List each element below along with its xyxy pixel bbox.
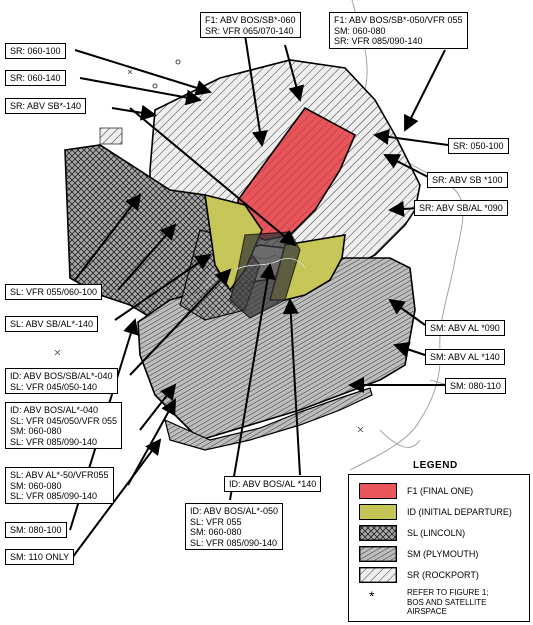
legend-title: LEGEND: [410, 460, 461, 471]
label-f1-abv-bos-sb-050: F1: ABV BOS/SB*-050/VFR 055 SM: 060-080 …: [329, 12, 468, 49]
legend-swatch-f1: [359, 483, 397, 499]
legend-row-sl: SL (LINCOLN): [359, 525, 465, 541]
label-f1-abv-bos-sb-060: F1: ABV BOS/SB*-060 SR: VFR 065/070-140: [200, 12, 301, 38]
label-sr-abv-sb-al-090: SR: ABV SB/AL *090: [414, 200, 508, 216]
label-sr-060-100: SR: 060-100: [5, 43, 66, 59]
label-sr-abv-sb-140: SR: ABV SB*-140: [5, 98, 87, 114]
legend-swatch-id: [359, 504, 397, 520]
label-id-abv-bos-al-040: ID: ABV BOS/AL*-040 SL: VFR 045/050/VFR …: [5, 402, 123, 449]
legend-row-f1: F1 (FINAL ONE): [359, 483, 473, 499]
legend-swatch-sm: [359, 546, 397, 562]
label-sl-vfr-055: SL: VFR 055/060-100: [5, 284, 103, 300]
legend-row-sr: SR (ROCKPORT): [359, 567, 479, 583]
label-id-abv-bos-al-050: ID: ABV BOS/AL*-050 SL: VFR 055 SM: 060-…: [185, 503, 284, 550]
legend: F1 (FINAL ONE) ID (INITIAL DEPARTURE) SL…: [348, 474, 530, 622]
label-sr-060-140: SR: 060-140: [5, 70, 66, 86]
legend-swatch-sl: [359, 525, 397, 541]
label-sr-050-100: SR: 050-100: [448, 138, 509, 154]
label-id-abv-bos-sb-al-040: ID: ABV BOS/SB/AL*-040 SL: VFR 045/050-1…: [5, 368, 118, 394]
legend-swatch-sr: [359, 567, 397, 583]
label-sm-110-only: SM: 110 ONLY: [5, 549, 75, 565]
label-sm-abv-al-140: SM: ABV AL *140: [425, 349, 505, 365]
legend-row-id: ID (INITIAL DEPARTURE): [359, 504, 512, 520]
legend-label-id: ID (INITIAL DEPARTURE): [407, 507, 512, 517]
legend-label-sm: SM (PLYMOUTH): [407, 549, 479, 559]
label-id-abv-bos-al-140: ID: ABV BOS/AL *140: [224, 476, 322, 492]
legend-label-sr: SR (ROCKPORT): [407, 570, 479, 580]
label-sm-080-100: SM: 080-100: [5, 522, 67, 538]
legend-note: REFER TO FIGURE 1; BOS AND SATELLITE AIR…: [407, 588, 489, 616]
label-sm-abv-al-090: SM: ABV AL *090: [425, 320, 505, 336]
legend-label-f1: F1 (FINAL ONE): [407, 486, 474, 496]
legend-row-sm: SM (PLYMOUTH): [359, 546, 478, 562]
lake-shape: [99, 127, 123, 145]
sm-area-south: [164, 387, 373, 451]
label-sl-abv-al-50: SL: ABV AL*-50/VFR055 SM: 060-080 SL: VF…: [5, 467, 114, 504]
label-sl-abv-sb-al-140: SL: ABV SB/AL*-140: [5, 316, 99, 332]
label-sm-080-110: SM: 080-110: [445, 378, 506, 394]
label-sr-abv-sb-100: SR: ABV SB *100: [427, 172, 508, 188]
legend-asterisk: *: [369, 588, 375, 604]
legend-label-sl: SL (LINCOLN): [407, 528, 466, 538]
